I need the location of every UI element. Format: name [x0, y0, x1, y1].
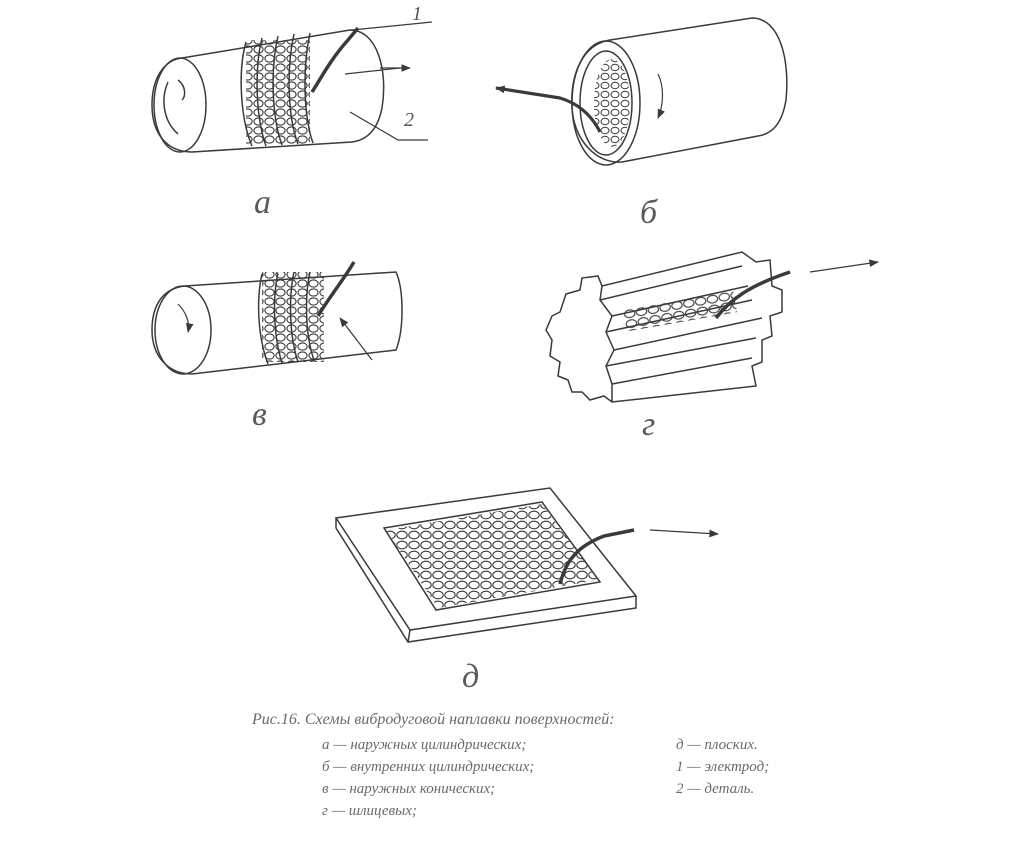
label-b: б — [640, 194, 658, 231]
label-a: а — [254, 184, 271, 221]
weld-beads-b — [594, 59, 630, 147]
electrode-d — [558, 528, 635, 585]
caption-item-a: а — наружных цилиндрических; — [322, 737, 527, 753]
diagram-d-flat-plate — [334, 487, 719, 643]
caption-title: Рис.16. Схемы вибродуговой наплавки пове… — [252, 711, 615, 728]
caption-item-part: 2 — деталь. — [676, 781, 755, 797]
diagram-g-spline-shaft — [545, 251, 879, 403]
callout-electrode-number: 1 — [412, 3, 422, 25]
label-g: г — [642, 406, 656, 443]
diagram-b-inner-cylinder — [495, 17, 788, 166]
electrode-a — [310, 26, 360, 93]
electrode-v — [316, 261, 356, 317]
weld-beads-g — [622, 290, 738, 332]
electrode-b — [495, 86, 602, 133]
label-d: д — [462, 658, 480, 695]
diagram-a-outer-cylinder — [151, 21, 433, 153]
caption-item-g: г — шлицевых; — [322, 803, 417, 819]
weld-beads-d — [386, 504, 598, 608]
weld-beads-v — [262, 272, 324, 362]
diagram-v-outer-cone — [151, 261, 403, 375]
electrode-g — [714, 270, 791, 320]
callout-part-number: 2 — [404, 109, 414, 131]
caption-item-v: в — наружных конических; — [322, 781, 496, 797]
caption-item-electrode: 1 — электрод; — [676, 759, 770, 775]
caption-item-d: д — плоских. — [676, 737, 758, 753]
label-v: в — [252, 396, 267, 433]
caption-item-b: б — внутренних цилиндрических; — [322, 759, 535, 775]
